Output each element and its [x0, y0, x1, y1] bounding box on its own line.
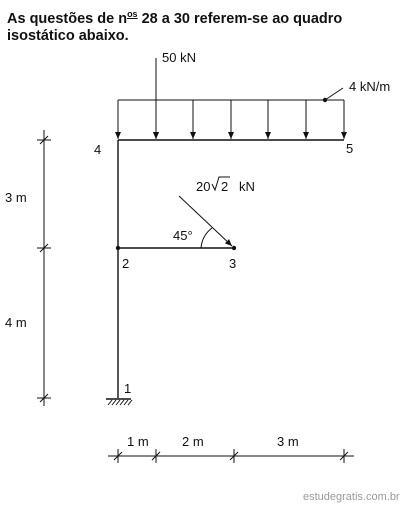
vertical-dim-3m: 3 m: [5, 190, 27, 205]
horizontal-dim-2m: 2 m: [182, 434, 204, 449]
vertical-dim-4m: 4 m: [5, 315, 27, 330]
inclined-load-radicand: 2: [221, 179, 228, 194]
distributed-load: [115, 87, 347, 139]
intro-line-2: isostático abaixo.: [7, 28, 129, 44]
distributed-load-label: 4 kN/m: [349, 79, 390, 94]
question-intro: As questões de nos 28 a 30 referem-se ao…: [7, 6, 399, 45]
node-label-1: 1: [124, 381, 131, 396]
node-3-dot: [231, 245, 237, 251]
angle-label: 45°: [173, 228, 193, 243]
inclined-load-unit: kN: [239, 179, 255, 194]
node-label-2: 2: [122, 256, 129, 271]
horizontal-dimension: [108, 449, 354, 463]
point-load-label: 50 kN: [162, 50, 196, 65]
intro-text-b: 28 a 30 referem-se ao quadro: [137, 11, 343, 27]
node-label-5: 5: [346, 141, 353, 156]
node-label-3: 3: [229, 256, 236, 271]
horizontal-dim-3m: 3 m: [277, 434, 299, 449]
watermark: estudegratis.com.br: [303, 491, 400, 503]
intro-line-1: As questões de nos 28 a 30 referem-se ao…: [7, 6, 399, 28]
node-2-dot: [115, 245, 121, 251]
node-label-4: 4: [94, 142, 101, 157]
horizontal-dim-1m: 1 m: [127, 434, 149, 449]
inclined-load-arrow: [178, 195, 233, 247]
sqrt-icon: [211, 176, 230, 192]
inclined-load-prefix: 20: [196, 179, 210, 194]
inclined-load-label: 20 2 kN: [196, 176, 255, 194]
vertical-dimension: [37, 130, 51, 406]
intro-text-a: As questões de n: [7, 11, 128, 27]
intro-superscript: os: [127, 9, 138, 19]
angle-arc: [200, 227, 213, 249]
fixed-support-icon: [106, 398, 133, 406]
